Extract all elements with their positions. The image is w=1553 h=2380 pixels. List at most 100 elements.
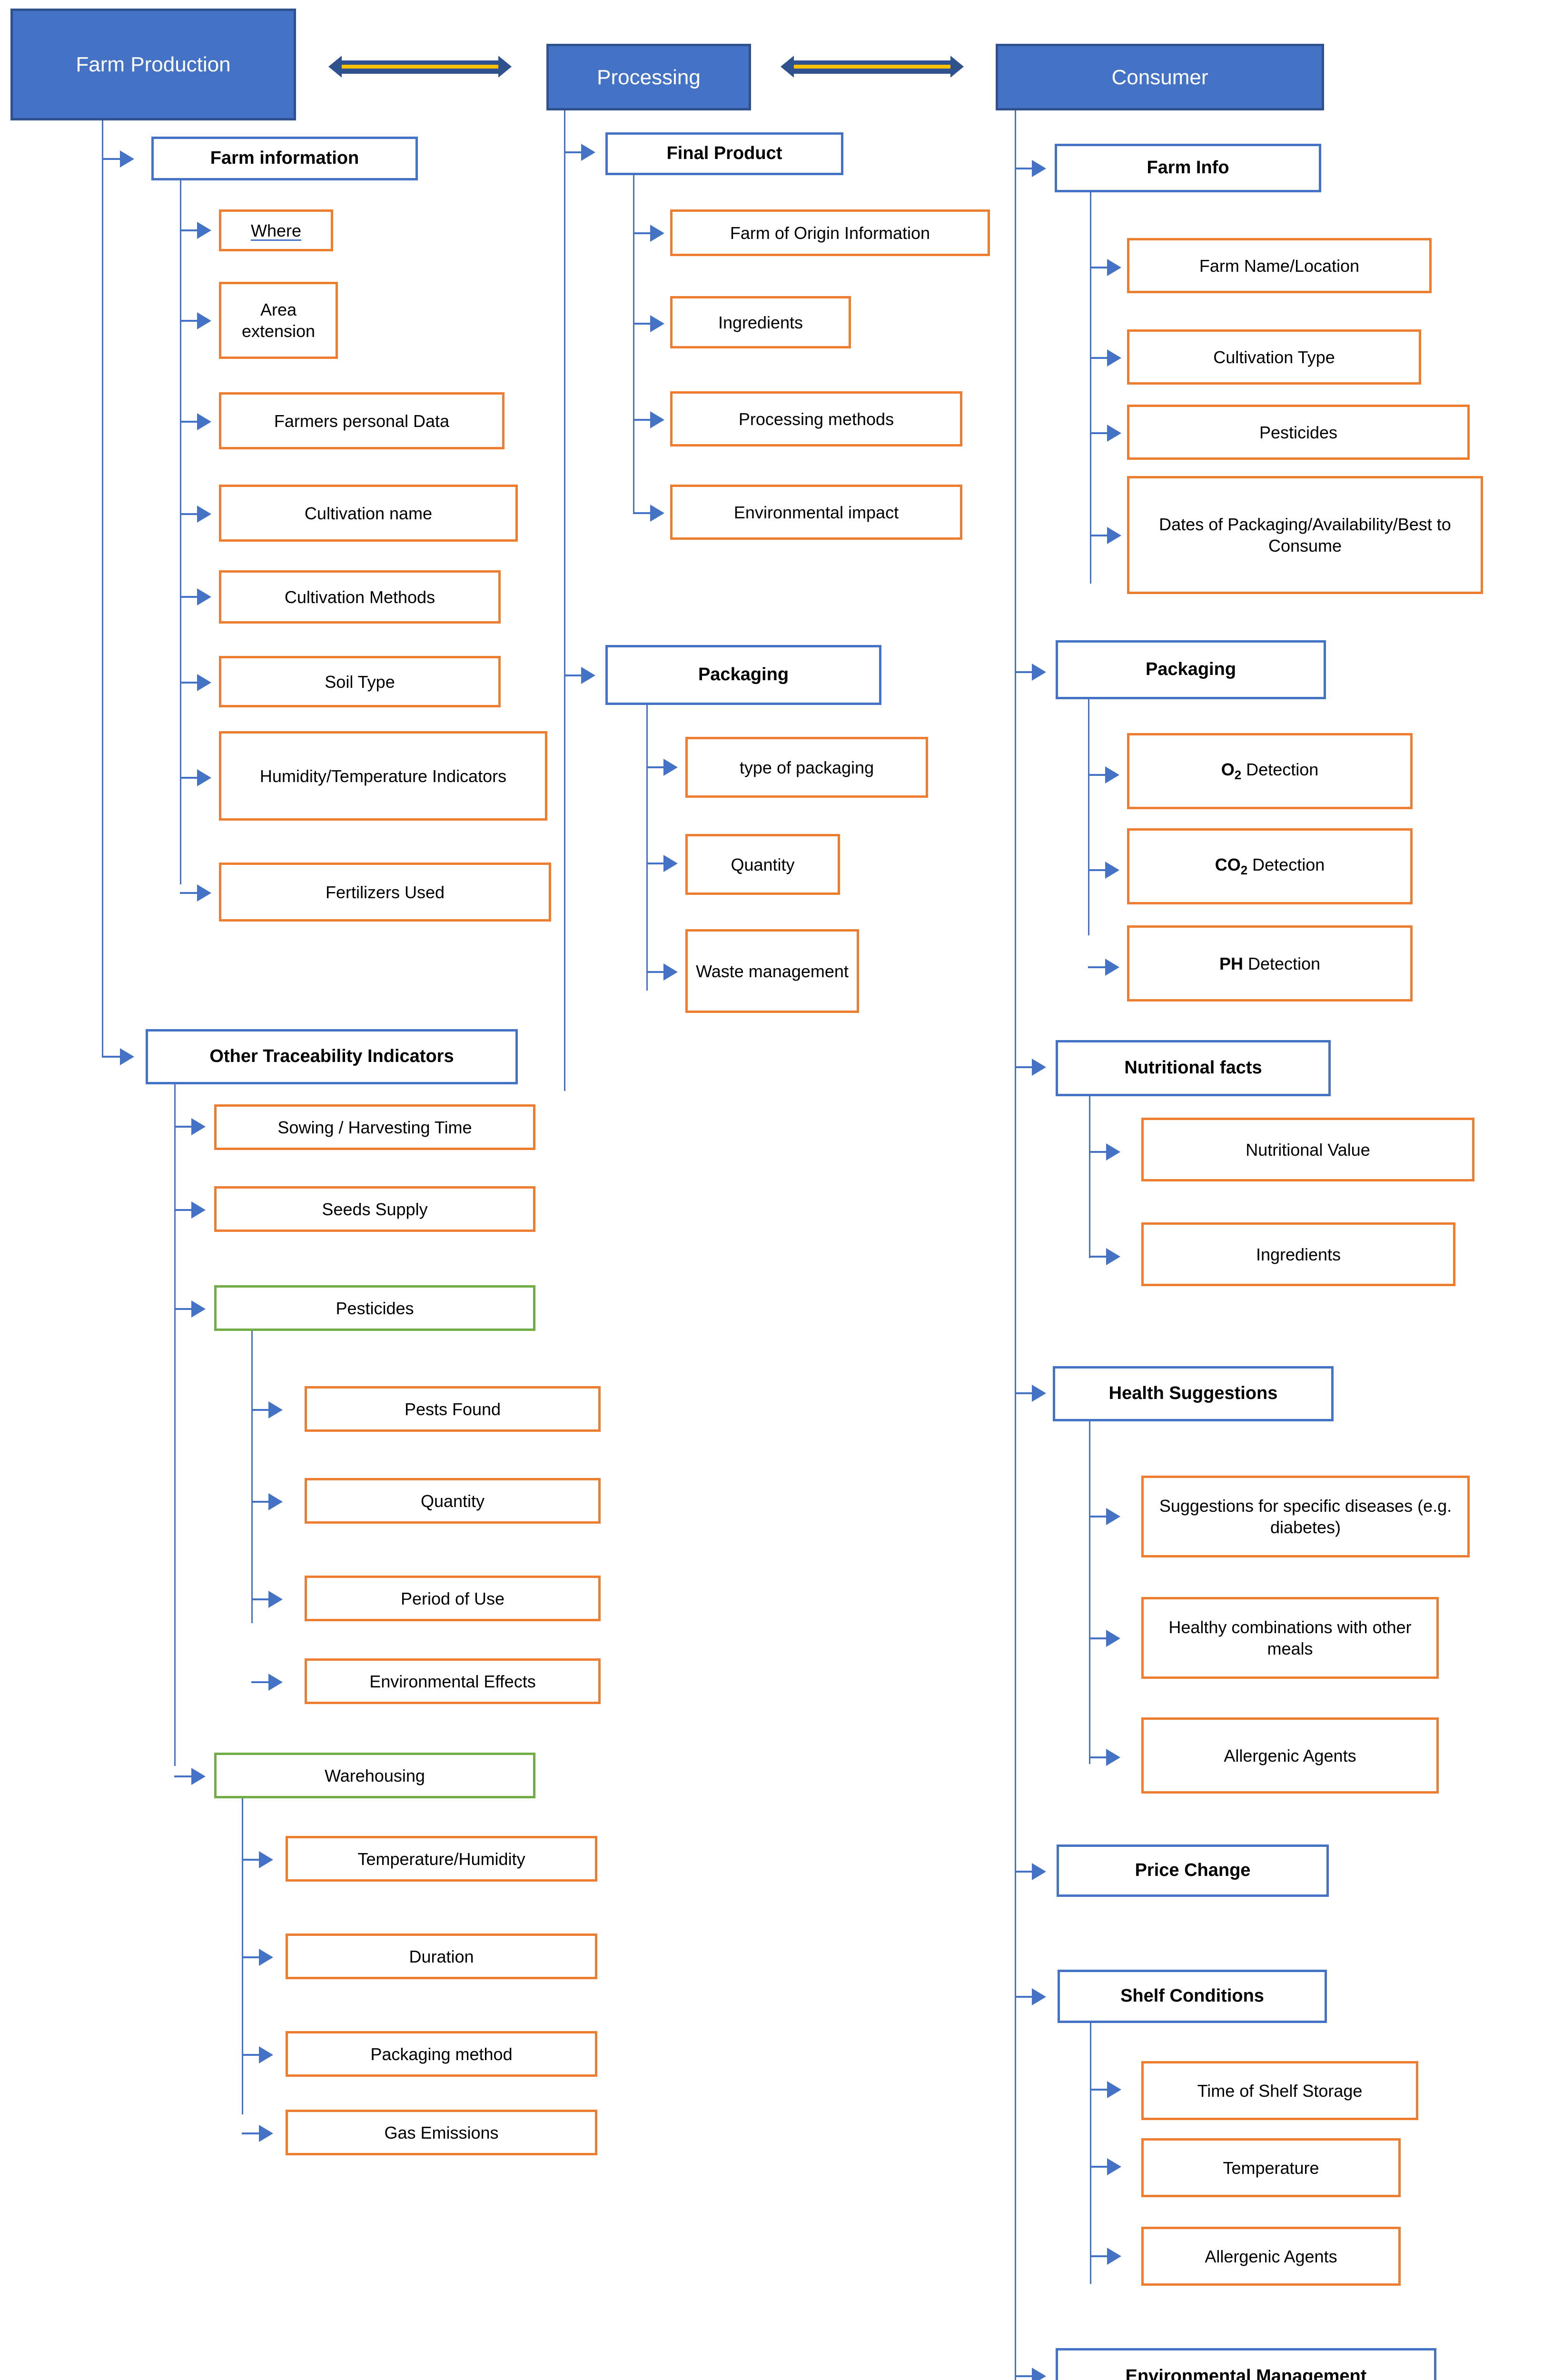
phase-header-processing[interactable]: Processing <box>546 44 751 110</box>
item-area-extension[interactable]: Area extension <box>219 282 338 359</box>
group-price-change[interactable]: Price Change <box>1057 1844 1329 1897</box>
item-ph-detection[interactable]: PH Detection <box>1127 925 1413 1002</box>
group-label: Farm Info <box>1147 158 1229 178</box>
item-humidity-temperature-indicators[interactable]: Humidity/Temperature Indicators <box>219 731 547 821</box>
item-farm-of-origin-information[interactable]: Farm of Origin Information <box>670 209 990 256</box>
item-label: Environmental impact <box>733 502 899 522</box>
item-cultivation-methods[interactable]: Cultivation Methods <box>219 570 501 624</box>
item-label: PH Detection <box>1219 953 1321 973</box>
branch-line <box>180 513 198 515</box>
item-label: O2 Detection <box>1221 760 1319 783</box>
item-farmers-personal-data[interactable]: Farmers personal Data <box>219 392 504 449</box>
group-final-product[interactable]: Final Product <box>605 132 843 175</box>
item-packaging-quantity[interactable]: Quantity <box>685 834 840 895</box>
item-nutritional-value[interactable]: Nutritional Value <box>1141 1118 1474 1181</box>
branch-line <box>1090 267 1108 268</box>
item-processing-methods[interactable]: Processing methods <box>670 391 962 446</box>
item-period-of-use[interactable]: Period of Use <box>305 1576 601 1621</box>
group-consumer-farm-info[interactable]: Farm Info <box>1055 144 1321 192</box>
item-shelf-allergenic-agents[interactable]: Allergenic Agents <box>1141 2227 1401 2286</box>
item-temperature-humidity[interactable]: Temperature/Humidity <box>286 1836 597 1882</box>
branch-line <box>1088 774 1106 776</box>
group-label: Packaging <box>1145 659 1236 680</box>
subgroup-pesticides[interactable]: Pesticides <box>214 1285 535 1331</box>
arrow-head-right <box>950 56 964 78</box>
branch-line <box>564 674 582 676</box>
group-other-traceability-indicators[interactable]: Other Traceability Indicators <box>146 1029 518 1084</box>
item-allergenic-agents[interactable]: Allergenic Agents <box>1141 1717 1439 1794</box>
branch-line <box>180 682 198 684</box>
item-consumer-pesticides[interactable]: Pesticides <box>1127 405 1470 460</box>
group-label: Other Traceability Indicators <box>209 1046 454 1067</box>
branch-line <box>180 229 198 231</box>
branch-arrow <box>268 1401 283 1418</box>
item-label: Seeds Supply <box>322 1199 428 1219</box>
item-healthy-combinations[interactable]: Healthy combinations with other meals <box>1141 1597 1439 1679</box>
item-duration[interactable]: Duration <box>286 1934 597 1979</box>
branch-arrow <box>191 1300 206 1318</box>
item-ingredients[interactable]: Ingredients <box>670 296 851 348</box>
item-waste-management[interactable]: Waste management <box>685 929 859 1013</box>
item-suggestions-for-specific-diseases[interactable]: Suggestions for specific diseases (e.g. … <box>1141 1476 1470 1557</box>
item-where[interactable]: Where <box>219 209 333 251</box>
branch-arrow <box>1107 2248 1121 2265</box>
phase-header-label: Farm Production <box>76 53 231 76</box>
item-pests-found[interactable]: Pests Found <box>305 1386 601 1432</box>
item-label: Period of Use <box>400 1588 505 1608</box>
group-label: Final Product <box>666 143 782 164</box>
item-farm-name-location[interactable]: Farm Name/Location <box>1127 238 1432 293</box>
group-health-suggestions[interactable]: Health Suggestions <box>1053 1366 1334 1421</box>
item-label: Farm Name/Location <box>1199 256 1360 276</box>
branch-line <box>242 1956 260 1958</box>
branch-arrow <box>1032 1059 1046 1076</box>
item-time-of-shelf-storage[interactable]: Time of Shelf Storage <box>1141 2061 1418 2120</box>
item-packaging-method[interactable]: Packaging method <box>286 2031 597 2077</box>
group-label: Health Suggestions <box>1108 1383 1278 1404</box>
item-dates-of-packaging-availability-best-to-consume[interactable]: Dates of Packaging/Availability/Best to … <box>1127 476 1483 594</box>
item-soil-type[interactable]: Soil Type <box>219 656 501 707</box>
branch-line <box>1089 1516 1107 1517</box>
group-processing-packaging[interactable]: Packaging <box>605 645 881 705</box>
item-nutritional-ingredients[interactable]: Ingredients <box>1141 1222 1455 1286</box>
item-quantity[interactable]: Quantity <box>305 1478 601 1524</box>
branch-line <box>251 1501 269 1503</box>
phase-header-consumer[interactable]: Consumer <box>996 44 1324 110</box>
branch-arrow <box>268 1493 283 1510</box>
branch-line <box>1090 535 1108 536</box>
item-co2-detection[interactable]: CO2 Detection <box>1127 828 1413 904</box>
group-environmental-management[interactable]: Environmental Management <box>1056 2348 1436 2380</box>
spine-health-suggestions <box>1089 1421 1090 1764</box>
item-sowing-harvesting-time[interactable]: Sowing / Harvesting Time <box>214 1104 535 1150</box>
item-fertilizers-used[interactable]: Fertilizers Used <box>219 863 551 922</box>
item-cultivation-type[interactable]: Cultivation Type <box>1127 329 1421 385</box>
double-arrow-farm-to-processing <box>328 56 512 78</box>
item-environmental-effects[interactable]: Environmental Effects <box>305 1658 601 1704</box>
branch-arrow <box>197 312 211 329</box>
item-type-of-packaging[interactable]: type of packaging <box>685 737 928 798</box>
arrow-center-line <box>794 65 950 69</box>
branch-arrow <box>197 222 211 239</box>
item-shelf-temperature[interactable]: Temperature <box>1141 2138 1401 2197</box>
item-label: Fertilizers Used <box>325 882 445 902</box>
subgroup-warehousing[interactable]: Warehousing <box>214 1753 535 1798</box>
item-o2-detection[interactable]: O2 Detection <box>1127 733 1413 809</box>
arrow-head-left <box>328 56 342 78</box>
item-environmental-impact[interactable]: Environmental impact <box>670 485 962 540</box>
arrow-center-line <box>342 65 498 69</box>
group-shelf-conditions[interactable]: Shelf Conditions <box>1058 1970 1327 2023</box>
group-consumer-packaging[interactable]: Packaging <box>1056 640 1326 699</box>
branch-line <box>174 1209 192 1211</box>
group-farm-information[interactable]: Farm information <box>151 137 418 180</box>
group-nutritional-facts[interactable]: Nutritional facts <box>1056 1040 1331 1096</box>
item-label: CO2 Detection <box>1215 855 1325 878</box>
spine-consumer <box>1015 110 1016 2380</box>
phase-header-farm-production[interactable]: Farm Production <box>10 9 296 120</box>
item-gas-emissions[interactable]: Gas Emissions <box>286 2110 597 2155</box>
branch-arrow <box>1032 1385 1046 1402</box>
spine-farm-information <box>180 180 181 884</box>
item-label: Gas Emissions <box>384 2122 499 2142</box>
item-cultivation-name[interactable]: Cultivation name <box>219 485 518 542</box>
item-label: Temperature/Humidity <box>357 1849 525 1869</box>
item-seeds-supply[interactable]: Seeds Supply <box>214 1186 535 1232</box>
branch-line <box>1015 1066 1033 1068</box>
